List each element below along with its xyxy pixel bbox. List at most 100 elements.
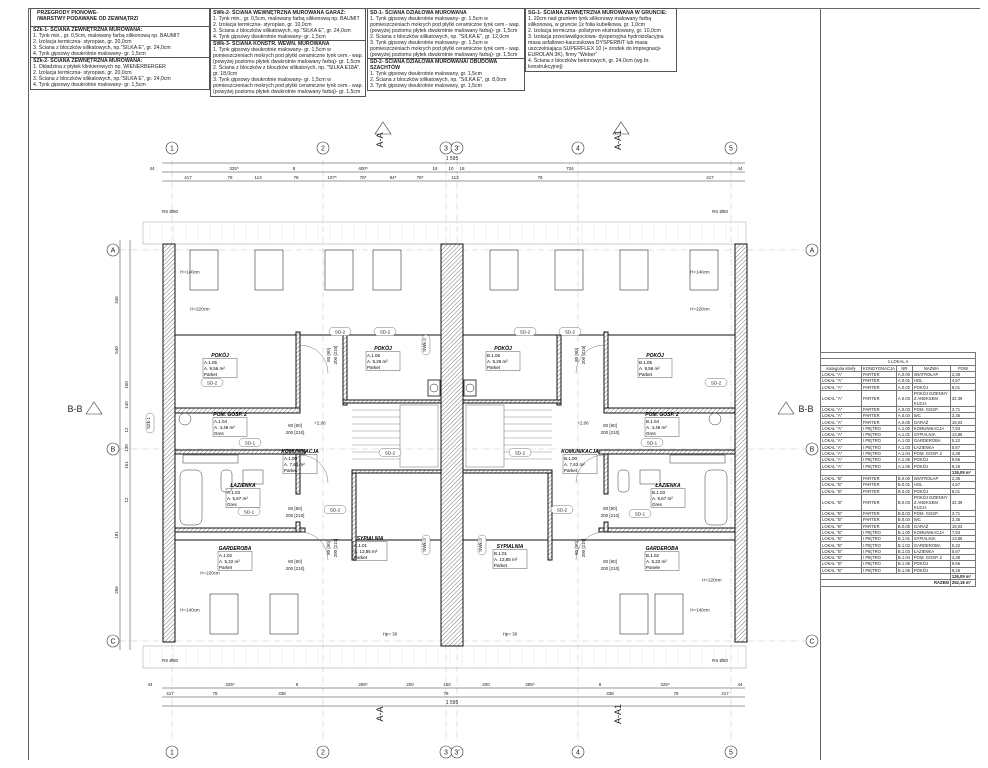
table-cell: POKÓJ DZIENNY Z ANEKSEM KUCH. xyxy=(911,493,951,511)
section-label-top: A-A xyxy=(375,132,385,147)
section-arrow-icon xyxy=(85,401,103,415)
room-tag-box xyxy=(217,551,253,571)
room-floor: Parket xyxy=(367,365,381,370)
interior-wall xyxy=(174,449,306,455)
table-cell: 4,48 xyxy=(949,449,977,458)
legend-line: 2. Ściana z bloczków z bloczków silikato… xyxy=(213,65,363,77)
room-id: B.1.01 xyxy=(494,551,508,556)
table-cell: B.0.01 xyxy=(895,481,913,489)
room-id: B.1.06 xyxy=(487,353,501,358)
legend-title: /WARSTWY PODAWANE OD ZEWNĄTRZ/ xyxy=(37,16,139,22)
wall-type-badge xyxy=(558,327,582,336)
wall-tag: SD-2 xyxy=(515,451,526,456)
downpipe-label: RS Ø80 xyxy=(712,209,729,214)
legend-block: SD-2- ŚCIANA DZIAŁOWA MUROWANA/ OBUDOWA … xyxy=(368,58,524,89)
table-cell: A.1.02 xyxy=(895,437,913,445)
room-area: A. 5,67 m² xyxy=(227,496,248,501)
door-size: 80 [90] xyxy=(603,423,617,428)
legend-line: 2. Izolacja termiczna- styropian, gr. 20… xyxy=(33,39,132,45)
table-cell: B.1.03 xyxy=(895,547,913,556)
table-cell: 18,03 xyxy=(949,418,977,426)
table-cell: RAZEM xyxy=(820,579,951,587)
wall-tag: +2,06 xyxy=(314,421,326,426)
room-area: A. 5,22 m² xyxy=(219,559,240,564)
table-subtotal-row: 126,09 m² xyxy=(820,468,977,477)
dimension-value: 417 xyxy=(721,691,729,696)
axis-label: 2 xyxy=(321,750,325,757)
room-name: GARDEROBA xyxy=(219,546,252,552)
dimension-value: 94⁵ xyxy=(390,175,397,180)
door-swing xyxy=(575,531,605,561)
table-cell: 3,71 xyxy=(949,405,977,414)
section-label-bottom: A-A1 xyxy=(613,704,623,724)
table-cell: LOKAL "B" xyxy=(820,487,862,495)
axis-label: A xyxy=(810,248,815,255)
room-area: A. 13,85 m² xyxy=(494,557,518,562)
radiator xyxy=(182,454,239,464)
table-cell: A.1.04 xyxy=(895,449,913,458)
wall-type-badge xyxy=(145,412,155,434)
legend-column: SWk-2- ŚCIANA WEWNĘTRZNA MUROWANA GARAŻ:… xyxy=(210,8,366,97)
legend-block-title: SG-1- ŚCIANA ZEWNĘTRZNA MUROWANA W GRUNC… xyxy=(528,10,667,16)
door-swing xyxy=(299,344,329,374)
dimension-value: 100 xyxy=(124,381,129,389)
dimension-value: 417 xyxy=(166,691,174,696)
door-swing xyxy=(575,454,605,484)
wall-type-badge xyxy=(378,448,402,457)
legend-line: 1. Tynk gipsowy dwukrotnie malowany- gr.… xyxy=(370,16,522,34)
table-cell: LOKAL "A" xyxy=(820,412,862,420)
table-cell: 8,01 xyxy=(949,487,977,495)
room-floor: Parket xyxy=(494,563,508,568)
room-tag-box xyxy=(485,351,521,371)
axis-label: C xyxy=(110,639,115,646)
wall-type-badge xyxy=(323,505,347,514)
interior-wall xyxy=(598,449,736,455)
room-tag-box xyxy=(202,358,238,378)
table-cell: 2,36 xyxy=(949,475,977,483)
dimension-value: 8 xyxy=(296,682,299,687)
roof-window xyxy=(254,249,284,291)
dimension-value: 734 xyxy=(566,166,574,171)
wall-type-badge xyxy=(328,327,352,336)
wall-tag: SWk-3 xyxy=(478,538,483,552)
table-cell: B.1.05 xyxy=(895,560,913,568)
axis-label: 5 xyxy=(729,750,733,757)
flue-icon xyxy=(465,383,475,393)
room-floor: Parket xyxy=(639,372,653,377)
axis-bubble xyxy=(106,442,120,456)
legend-line: 2. Izolacja termiczna- polistyren ekstru… xyxy=(528,28,661,34)
dimension-value: 12 xyxy=(124,497,129,503)
room-tag-box xyxy=(282,454,318,474)
roof-window xyxy=(209,593,239,635)
room-name: POKÓJ xyxy=(374,345,392,352)
room-floor: Gres xyxy=(214,431,225,436)
room-id: B.1.03 xyxy=(652,490,666,495)
table-cell: A.1.00 xyxy=(895,424,913,432)
interior-wall xyxy=(603,407,736,414)
legend-line: 2. Ściana z bloczków silikatowych, np. "… xyxy=(370,34,510,40)
legend-line: 3. Ściana z bloczków silikatowych, np."S… xyxy=(213,28,351,34)
room-floor: Parket xyxy=(354,555,368,560)
room-id: A.1.01 xyxy=(354,543,368,548)
legend-line: 3. Ściana z bloczków silikatowych, np."S… xyxy=(33,76,171,82)
interior-wall xyxy=(603,453,609,495)
legend-block-title: SWk-3- ŚCIANA KONSTR. WEWN. MUROWANA xyxy=(213,41,330,47)
door-size: 200 [210] xyxy=(286,430,305,435)
door-size: 80 [90] xyxy=(574,541,579,555)
room-tag-box xyxy=(492,549,528,569)
legend-block-title: SWk-2- ŚCIANA WEWNĘTRZNA MUROWANA GARAŻ: xyxy=(213,10,346,16)
door-size: 80 [90] xyxy=(326,541,331,555)
interior-wall xyxy=(295,331,301,413)
wall-tag: +2,06 xyxy=(577,421,589,426)
table-cell: A.0.03 xyxy=(895,389,913,407)
